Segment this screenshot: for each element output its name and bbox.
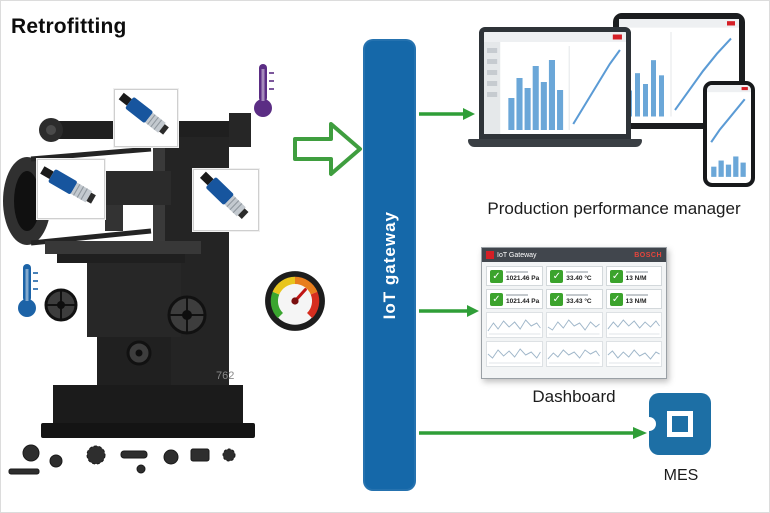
proximity-sensor-1 xyxy=(114,89,178,147)
status-tile: ✓ 1021.46 Pa xyxy=(486,266,544,286)
tile-value: 13 N/M xyxy=(625,297,647,305)
tile-value: 1021.46 Pa xyxy=(506,274,540,282)
dashboard-window: IoT Gateway BOSCH ✓ 1021.46 Pa ✓ 33.40 °… xyxy=(481,247,667,379)
bosch-logo: BOSCH xyxy=(634,251,662,259)
tile-value: 1021.44 Pa xyxy=(506,297,540,305)
check-icon: ✓ xyxy=(609,292,623,306)
mes-chip-icon xyxy=(649,393,711,455)
status-tile: ✓ 13 N/M xyxy=(605,266,662,286)
iot-gateway-node: IoT gateway xyxy=(363,39,416,491)
dashboard-titlebar: IoT Gateway BOSCH xyxy=(482,248,666,262)
dashboard-window-title: IoT Gateway xyxy=(497,251,537,259)
proximity-sensor-3 xyxy=(193,169,259,231)
dashboard-body: ✓ 1021.46 Pa ✓ 33.40 °C ✓ 13 N/M ✓ 1021.… xyxy=(482,262,666,371)
iot-gateway-label: IoT gateway xyxy=(379,210,399,320)
dashboard-label: Dashboard xyxy=(532,387,616,406)
laptop xyxy=(468,27,642,147)
mes-chip-inner-square xyxy=(667,411,693,437)
mes-label: MES xyxy=(663,467,699,484)
sparkline-chart xyxy=(546,341,603,367)
ppm-label: Production performance manager xyxy=(487,199,741,218)
tile-value: 33.43 °C xyxy=(566,297,592,305)
arrow-gateway-to-ppm xyxy=(419,108,475,120)
thermometer-blue-icon xyxy=(18,264,38,317)
status-tile: ✓ 1021.44 Pa xyxy=(486,289,544,309)
arrow-gateway-to-dashboard xyxy=(419,305,479,317)
check-icon: ✓ xyxy=(490,292,503,306)
arrow-gateway-to-mes xyxy=(419,427,647,439)
smartphone xyxy=(703,81,755,187)
milling-machine-illustration: 762 xyxy=(3,113,255,475)
proximity-sensor-icon xyxy=(199,171,249,219)
tile-value: 33.40 °C xyxy=(566,274,592,282)
machine-model-number: 762 xyxy=(216,370,234,382)
status-tile: ✓ 33.43 °C xyxy=(546,289,603,309)
analog-gauge-icon xyxy=(265,271,325,331)
machine-to-gateway-arrow xyxy=(293,122,362,176)
check-icon: ✓ xyxy=(490,269,503,283)
check-icon: ✓ xyxy=(550,292,564,306)
sparkline-chart xyxy=(605,312,662,338)
tablet xyxy=(613,13,745,129)
page-title: Retrofitting xyxy=(11,15,127,38)
check-icon: ✓ xyxy=(550,269,564,283)
status-tile: ✓ 33.40 °C xyxy=(546,266,603,286)
laptop-dashboard-graphic xyxy=(484,32,626,134)
proximity-sensor-icon xyxy=(118,92,169,135)
check-icon: ✓ xyxy=(609,269,623,283)
sparkline-chart xyxy=(546,312,603,338)
proximity-sensor-2 xyxy=(37,159,105,219)
dashboard-app-icon xyxy=(486,251,494,259)
laptop-base xyxy=(468,139,642,147)
thermometer-purple-icon xyxy=(254,64,274,117)
sparkline-chart xyxy=(486,312,544,338)
status-tile: ✓ 13 N/M xyxy=(605,289,662,309)
phone-dashboard-graphic xyxy=(707,85,751,177)
sparkline-chart xyxy=(486,341,544,367)
proximity-sensor-icon xyxy=(40,166,96,204)
mes-chip-notch xyxy=(649,417,656,431)
sparkline-chart xyxy=(605,341,662,367)
tile-value: 13 N/M xyxy=(625,274,647,282)
laptop-screen xyxy=(479,27,631,139)
